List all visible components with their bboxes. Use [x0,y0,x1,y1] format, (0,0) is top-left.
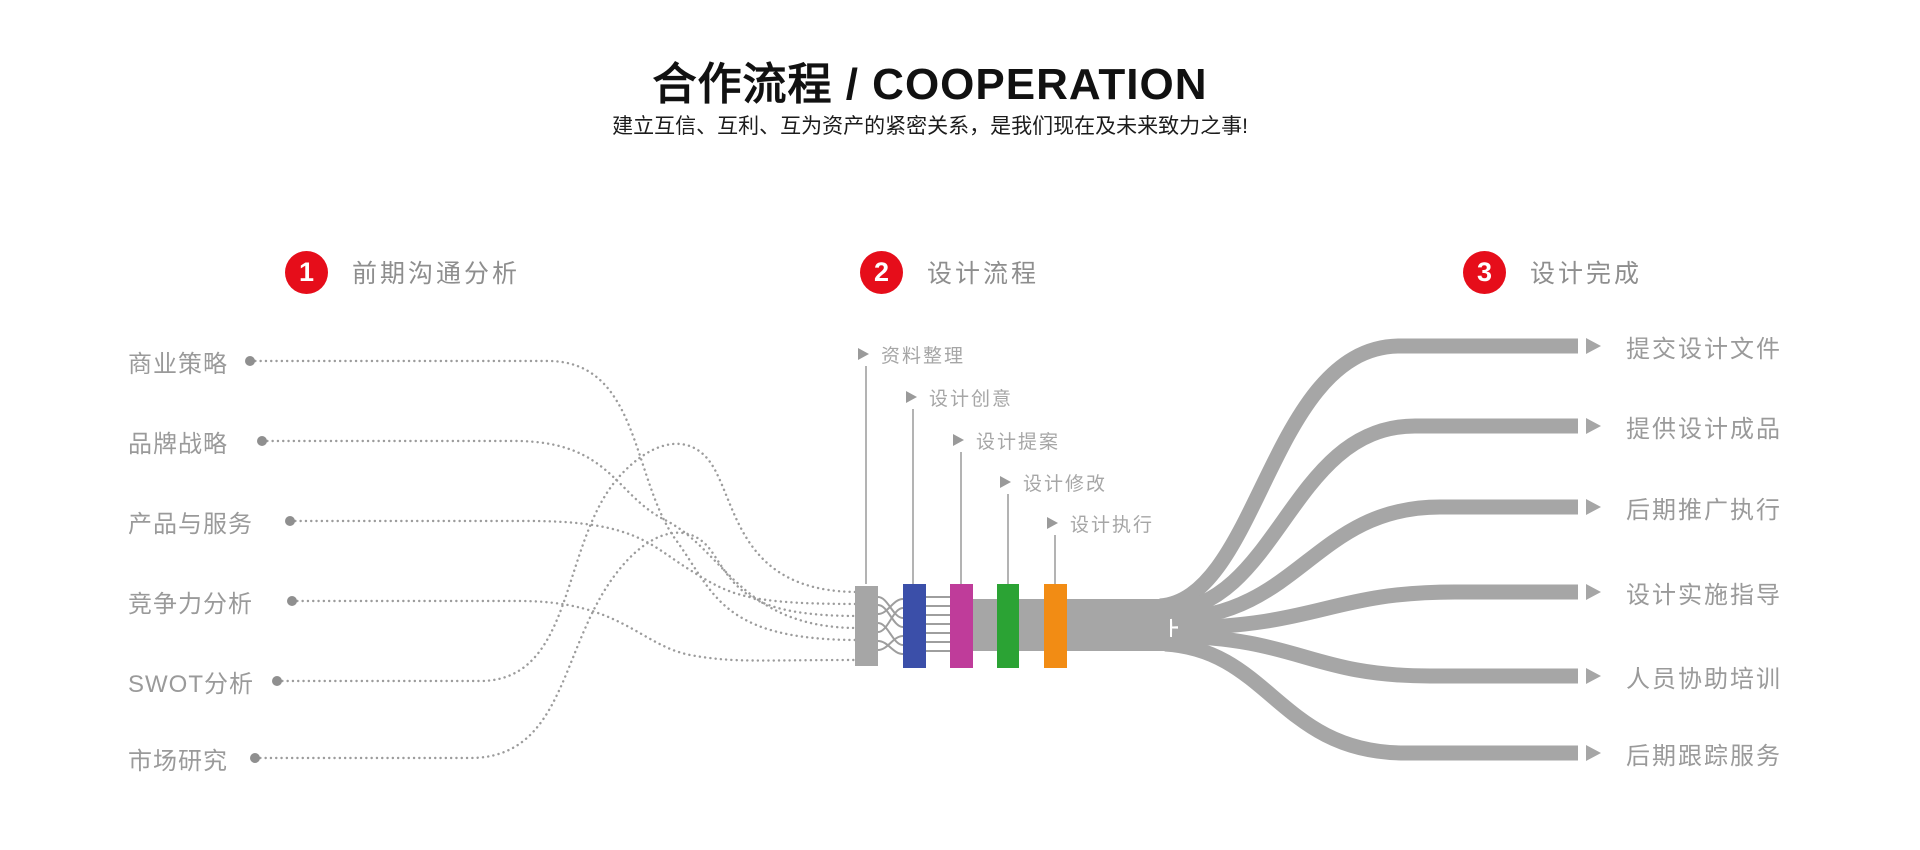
dotted-curve-2 [260,439,860,630]
straight-wires [926,596,950,652]
mid-item-1: 资料整理 [858,341,965,367]
left-item-5: SWOT分析 [128,666,254,698]
left-item-label: 商业策略 [128,350,228,378]
right-item-6: 后期跟踪服务 [1586,738,1782,770]
branch-6 [1164,636,1578,761]
connector-dot [250,753,260,763]
triangle-arrow-icon [1586,584,1601,600]
step-badge-3: 3 [1463,250,1506,294]
left-item-1: 商业策略 [128,346,228,378]
triangle-arrow-icon [858,348,869,360]
branch-5 [1171,628,1578,684]
band-gray [855,586,878,666]
triangle-arrow-icon [906,391,917,403]
right-item-2: 提供设计成品 [1586,411,1782,443]
crossing-wires [877,596,904,655]
step-badge-1: 1 [285,250,328,294]
dotted-curve-3 [288,519,860,606]
triangle-arrow-icon [1586,668,1601,684]
band-magenta [950,584,973,668]
mid-item-label: 设计执行 [1070,514,1155,536]
triangle-arrow-icon [1000,476,1011,488]
triangle-arrow-icon [1586,499,1601,515]
dotted-curve-5 [275,442,860,683]
left-item-2: 品牌战略 [128,426,228,458]
right-item-label: 提交设计文件 [1626,335,1782,363]
band-blue [903,584,926,668]
left-item-label: 产品与服务 [128,510,253,538]
dotted-curve-6 [253,531,860,760]
left-item-label: 品牌战略 [128,430,228,458]
section-header-3: 3 设计完成 [1463,250,1642,294]
connector-dot [287,596,297,606]
triangle-arrow-icon [953,434,964,446]
left-item-label: SWOT分析 [128,670,254,698]
left-item-6: 市场研究 [128,743,228,775]
branch-2 [1164,418,1578,620]
mid-item-5: 设计执行 [1047,510,1154,536]
step-stems [865,366,1056,584]
left-item-label: 竞争力分析 [128,590,253,618]
branch-4 [1177,584,1578,636]
connector-dot [257,436,267,446]
section-label-2: 设计流程 [927,260,1040,288]
mid-item-label: 设计修改 [1023,473,1108,495]
band-green [997,584,1019,668]
dotted-curve-1 [248,359,860,642]
connector-dots [245,356,297,763]
triangle-arrow-icon [1586,418,1601,434]
branch-1 [1158,338,1578,614]
branch-3 [1171,499,1578,627]
right-item-3: 后期推广执行 [1586,492,1782,524]
dotted-curve-4 [290,599,860,662]
dotted-connector-curves [248,359,860,760]
mid-item-3: 设计提案 [953,427,1060,453]
mid-item-label: 资料整理 [881,345,966,367]
right-item-label: 人员协助培训 [1626,665,1782,693]
page-subtitle: 建立互信、互利、互为资产的紧密关系，是我们现在及未来致力之事! [612,115,1248,138]
right-item-label: 后期推广执行 [1626,496,1782,524]
connector-dot [245,356,255,366]
cable-bands [855,584,1067,668]
section-header-2: 2 设计流程 [860,250,1039,294]
fanout-branches [1158,338,1578,761]
left-item-label: 市场研究 [128,747,228,775]
right-item-label: 设计实施指导 [1626,581,1782,609]
section-label-1: 前期沟通分析 [352,260,521,288]
left-item-4: 竞争力分析 [128,586,253,618]
mid-item-4: 设计修改 [1000,469,1107,495]
triangle-arrow-icon [1586,338,1601,354]
mid-item-label: 设计创意 [929,388,1014,410]
right-item-label: 提供设计成品 [1626,415,1782,443]
left-item-3: 产品与服务 [128,506,253,538]
connector-dot [285,516,295,526]
step-badge-2: 2 [860,250,903,294]
right-item-1: 提交设计文件 [1586,331,1782,363]
section-label-3: 设计完成 [1530,260,1643,288]
section-header-1: 1 前期沟通分析 [285,250,520,294]
connector-dot [272,676,282,686]
page-title: 合作流程 / COOPERATION [652,60,1208,109]
right-item-5: 人员协助培训 [1586,661,1782,693]
right-item-4: 设计实施指导 [1586,577,1782,609]
triangle-arrow-icon [1047,517,1058,529]
triangle-arrow-icon [1586,745,1601,761]
right-item-label: 后期跟踪服务 [1626,742,1782,770]
band-orange [1044,584,1067,668]
mid-item-2: 设计创意 [906,384,1013,410]
mid-item-label: 设计提案 [976,431,1061,453]
